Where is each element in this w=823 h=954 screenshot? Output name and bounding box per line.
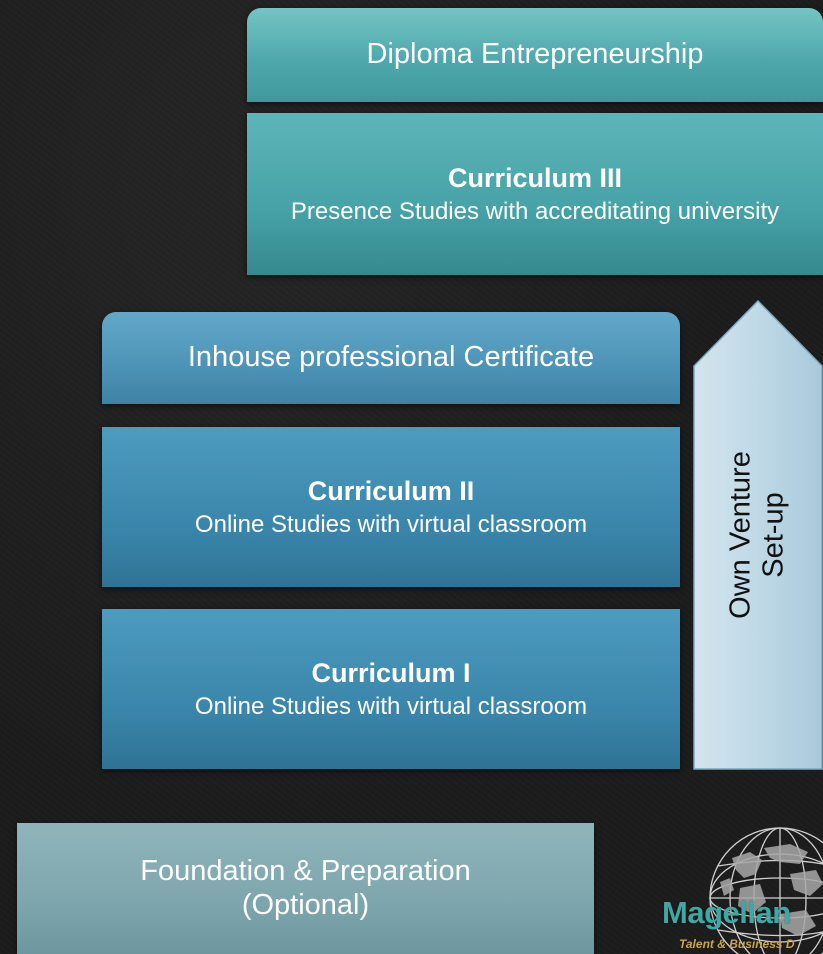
curriculum-3-subtitle: Presence Studies with accreditating univ…: [290, 197, 780, 225]
foundation-line-1: Foundation & Preparation: [140, 855, 471, 888]
arrow-label-line-1: Own Venture: [724, 451, 757, 619]
diploma-label: Diploma Entrepreneurship: [366, 38, 704, 71]
arrow-label-line-2: Set-up: [758, 492, 790, 578]
logo-tagline: Talent & Business D: [679, 937, 795, 951]
curriculum-3-title: Curriculum III: [447, 162, 623, 193]
foundation-box: Foundation & Preparation (Optional): [17, 823, 594, 954]
certificate-box: Inhouse professional Certificate: [102, 312, 680, 404]
curriculum-1-title: Curriculum I: [311, 657, 471, 688]
curriculum-2-subtitle: Online Studies with virtual classroom: [194, 510, 588, 538]
curriculum-1-box: Curriculum I Online Studies with virtual…: [102, 609, 680, 769]
certificate-label: Inhouse professional Certificate: [187, 341, 595, 374]
arrow-label: Own Venture Set-up: [725, 451, 792, 619]
curriculum-3-box: Curriculum III Presence Studies with acc…: [247, 113, 823, 275]
up-arrow-shape: [693, 300, 823, 770]
diploma-box: Diploma Entrepreneurship: [247, 8, 823, 102]
curriculum-1-subtitle: Online Studies with virtual classroom: [194, 692, 588, 720]
logo-name: Magellan: [662, 895, 791, 930]
curriculum-2-box: Curriculum II Online Studies with virtua…: [102, 427, 680, 587]
globe-logo-icon: [709, 827, 823, 954]
foundation-line-2: (Optional): [241, 888, 370, 921]
curriculum-2-title: Curriculum II: [307, 475, 475, 506]
